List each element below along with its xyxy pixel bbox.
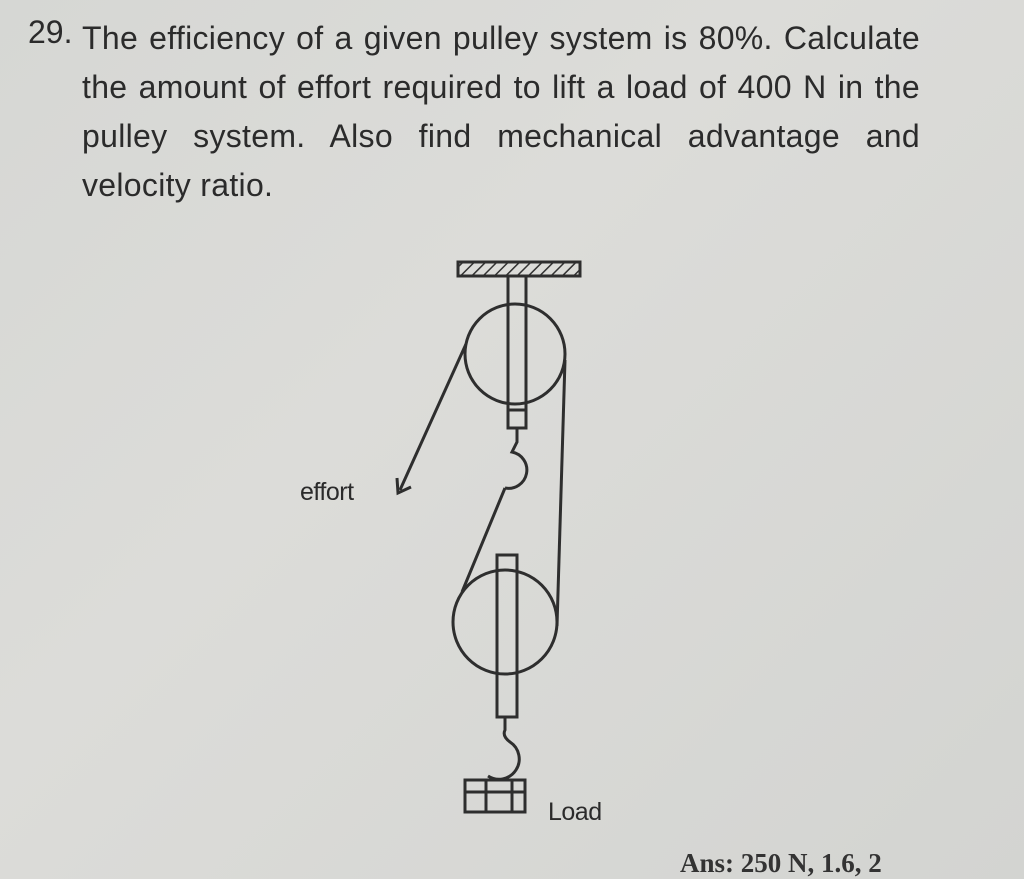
rope-right xyxy=(555,359,567,627)
load-hook xyxy=(487,717,521,781)
answer-text: Ans: 250 N, 1.6, 2 xyxy=(680,848,882,878)
ceiling-support xyxy=(456,260,582,278)
movable-pulley xyxy=(451,568,559,676)
movable-pulley-axle xyxy=(495,553,519,719)
load-block xyxy=(463,778,527,814)
effort-label: effort xyxy=(300,478,354,506)
fixed-pulley-hook xyxy=(504,428,529,490)
question-text: The efficiency of a given pulley system … xyxy=(82,20,920,203)
rope-middle xyxy=(460,487,507,593)
fixed-pulley xyxy=(463,302,567,406)
load-label: Load xyxy=(548,798,602,826)
question-number: 29. xyxy=(28,14,73,50)
effort-rope xyxy=(398,343,468,491)
effort-arrow-icon xyxy=(395,477,412,496)
